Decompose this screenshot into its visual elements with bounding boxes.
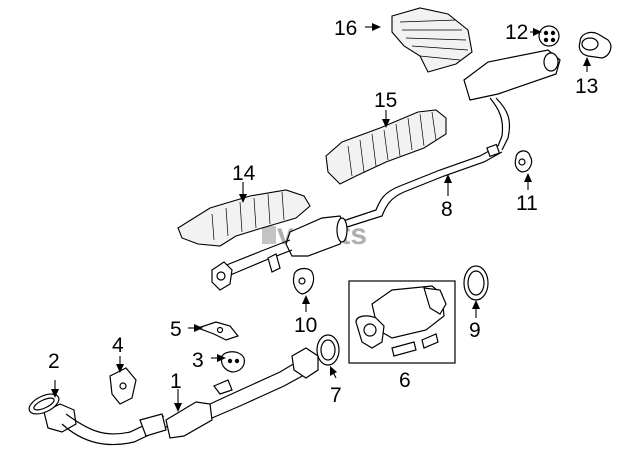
callout-7: 7 (330, 384, 342, 407)
heat-shield-front[interactable] (177, 189, 311, 247)
callout-4: 4 (112, 334, 124, 357)
gasket-7[interactable] (316, 334, 340, 366)
heat-shield-center[interactable] (325, 109, 447, 185)
callout-1: 1 (170, 370, 182, 393)
callout-14: 14 (232, 162, 256, 185)
callout-16: 16 (334, 17, 357, 40)
callout-2: 2 (48, 350, 60, 373)
converter-kit-6[interactable] (348, 280, 456, 364)
center-pipe[interactable] (339, 143, 503, 229)
rear-muffler[interactable] (463, 49, 561, 151)
callout-12: 12 (505, 21, 528, 44)
callout-13: 13 (575, 75, 598, 98)
gasket-9[interactable] (463, 265, 489, 301)
hanger-rubber-3[interactable] (220, 351, 245, 373)
gasket-2[interactable] (26, 390, 62, 418)
front-pipe[interactable] (43, 347, 319, 446)
hanger-rubber-10[interactable] (292, 267, 315, 295)
center-resonator[interactable] (211, 215, 348, 291)
callout-5: 5 (170, 318, 182, 341)
callout-8: 8 (441, 198, 453, 221)
hanger-rubber-11[interactable] (514, 150, 533, 173)
callout-9: 9 (469, 319, 481, 342)
callout-15: 15 (374, 89, 397, 112)
hanger-rubber-12[interactable] (538, 25, 560, 47)
leader-lines (51, 23, 591, 412)
callout-10: 10 (294, 314, 317, 337)
callout-numbers: 1 2 3 4 5 6 7 8 9 10 11 12 13 14 15 16 (48, 17, 598, 407)
bracket-4[interactable] (109, 367, 137, 405)
callout-6: 6 (399, 369, 411, 392)
exhaust-tip-13[interactable] (578, 31, 612, 59)
callout-11: 11 (516, 192, 538, 215)
bracket-5[interactable] (196, 321, 240, 341)
callout-3: 3 (192, 349, 204, 372)
heat-shield-upper[interactable] (391, 7, 473, 73)
